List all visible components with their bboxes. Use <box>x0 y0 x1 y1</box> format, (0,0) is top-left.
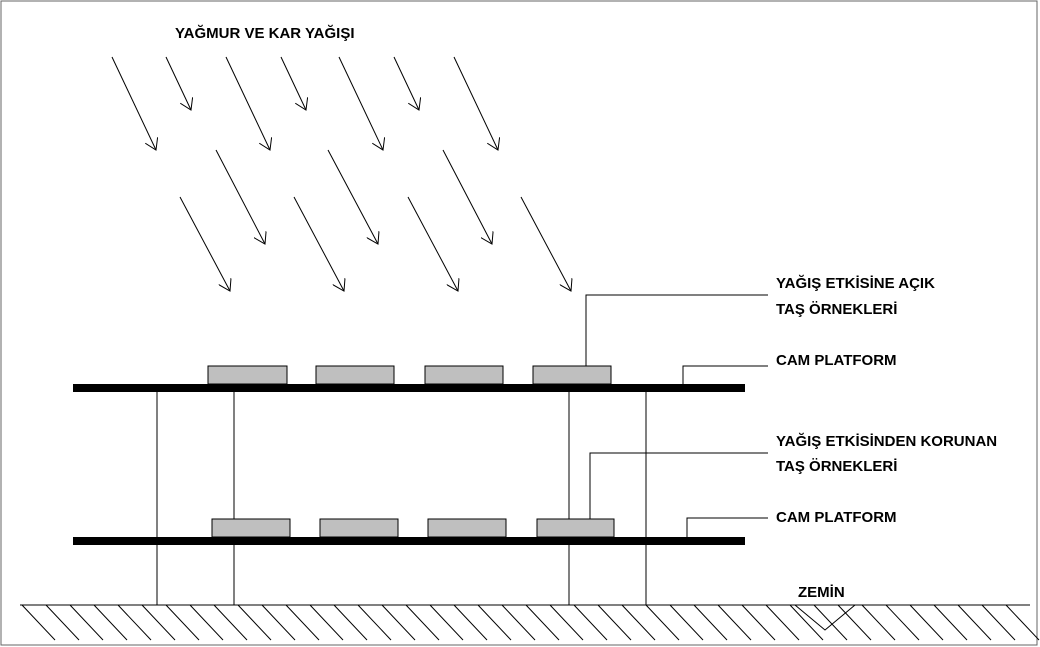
stone-sample <box>207 365 288 385</box>
rain-arrow <box>453 56 498 150</box>
hatch-line <box>213 604 248 641</box>
hatch-line <box>789 604 824 641</box>
exposed-leader <box>585 294 768 366</box>
stone-sample <box>536 518 615 538</box>
hatch-line <box>765 604 800 641</box>
hatch-line <box>357 604 392 641</box>
protected-stone-samples <box>211 518 615 538</box>
exposed-label-line2: TAŞ ÖRNEKLERİ <box>776 301 897 318</box>
hatch-line <box>909 604 944 641</box>
hatch-line <box>525 604 560 641</box>
hatch-line <box>189 604 224 641</box>
exposed-label-line1: YAĞIŞ ETKİSİNE AÇIK <box>776 274 935 292</box>
stone-sample <box>532 365 612 385</box>
hatch-line <box>933 604 968 641</box>
hatch-line <box>21 604 56 641</box>
rain-arrow <box>215 149 265 244</box>
hatch-line <box>813 604 848 641</box>
hatch-line <box>669 604 704 641</box>
protected-label-line1: YAĞIŞ ETKİSİNDEN KORUNAN <box>776 432 997 450</box>
stone-sample <box>319 518 399 538</box>
rain-arrows <box>111 56 571 291</box>
hatch-line <box>405 604 440 641</box>
rain-arrow <box>520 196 571 291</box>
hatch-line <box>597 604 632 641</box>
hatch-line <box>549 604 584 641</box>
hatch-line <box>141 604 176 641</box>
support-posts <box>156 389 647 605</box>
rain-arrow <box>165 56 191 110</box>
rain-arrow <box>111 56 156 150</box>
hatch-line <box>429 604 464 641</box>
hatch-line <box>165 604 200 641</box>
hatch-line <box>861 604 896 641</box>
hatch-line <box>1005 604 1040 641</box>
hatch-line <box>45 604 80 641</box>
hatch-line <box>237 604 272 641</box>
rain-arrow <box>442 149 492 244</box>
stone-sample <box>211 518 291 538</box>
hatch-line <box>741 604 776 641</box>
hatch-line <box>501 604 536 641</box>
rain-arrow <box>225 56 270 150</box>
ground-hatching <box>21 604 1040 641</box>
stone-sample <box>424 365 504 385</box>
lower-glass-platform <box>73 537 745 545</box>
rain-arrow <box>280 56 306 110</box>
stone-sample <box>315 365 395 385</box>
rain-arrow <box>407 196 458 291</box>
upper-platform-label: CAM PLATFORM <box>776 352 897 369</box>
hatch-line <box>885 604 920 641</box>
lower-platform-leader <box>686 517 768 537</box>
hatch-line <box>693 604 728 641</box>
hatch-line <box>453 604 488 641</box>
hatch-line <box>957 604 992 641</box>
hatch-line <box>477 604 512 641</box>
hatch-line <box>285 604 320 641</box>
ground-level-marker <box>793 604 857 631</box>
stone-sample <box>427 518 507 538</box>
hatch-line <box>717 604 752 641</box>
ground-label: ZEMİN <box>798 584 845 601</box>
hatch-line <box>645 604 680 641</box>
precipitation-title: YAĞMUR VE KAR YAĞIŞI <box>175 24 355 42</box>
exposed-stone-samples <box>207 365 612 385</box>
leader-lines <box>585 294 768 537</box>
hatch-line <box>621 604 656 641</box>
upper-platform-leader <box>682 365 768 384</box>
hatch-line <box>381 604 416 641</box>
hatch-line <box>261 604 296 641</box>
rain-arrow <box>393 56 419 110</box>
rain-arrow <box>179 196 230 291</box>
protected-leader <box>589 452 768 519</box>
protected-label-line2: TAŞ ÖRNEKLERİ <box>776 458 897 475</box>
hatch-line <box>117 604 152 641</box>
hatch-line <box>981 604 1016 641</box>
lower-platform-label: CAM PLATFORM <box>776 509 897 526</box>
hatch-line <box>69 604 104 641</box>
hatch-line <box>333 604 368 641</box>
upper-glass-platform <box>73 384 745 392</box>
rain-arrow <box>338 56 383 150</box>
hatch-line <box>93 604 128 641</box>
hatch-line <box>573 604 608 641</box>
rain-arrow <box>293 196 344 291</box>
hatch-line <box>837 604 872 641</box>
rain-arrow <box>327 149 378 244</box>
hatch-line <box>309 604 344 641</box>
